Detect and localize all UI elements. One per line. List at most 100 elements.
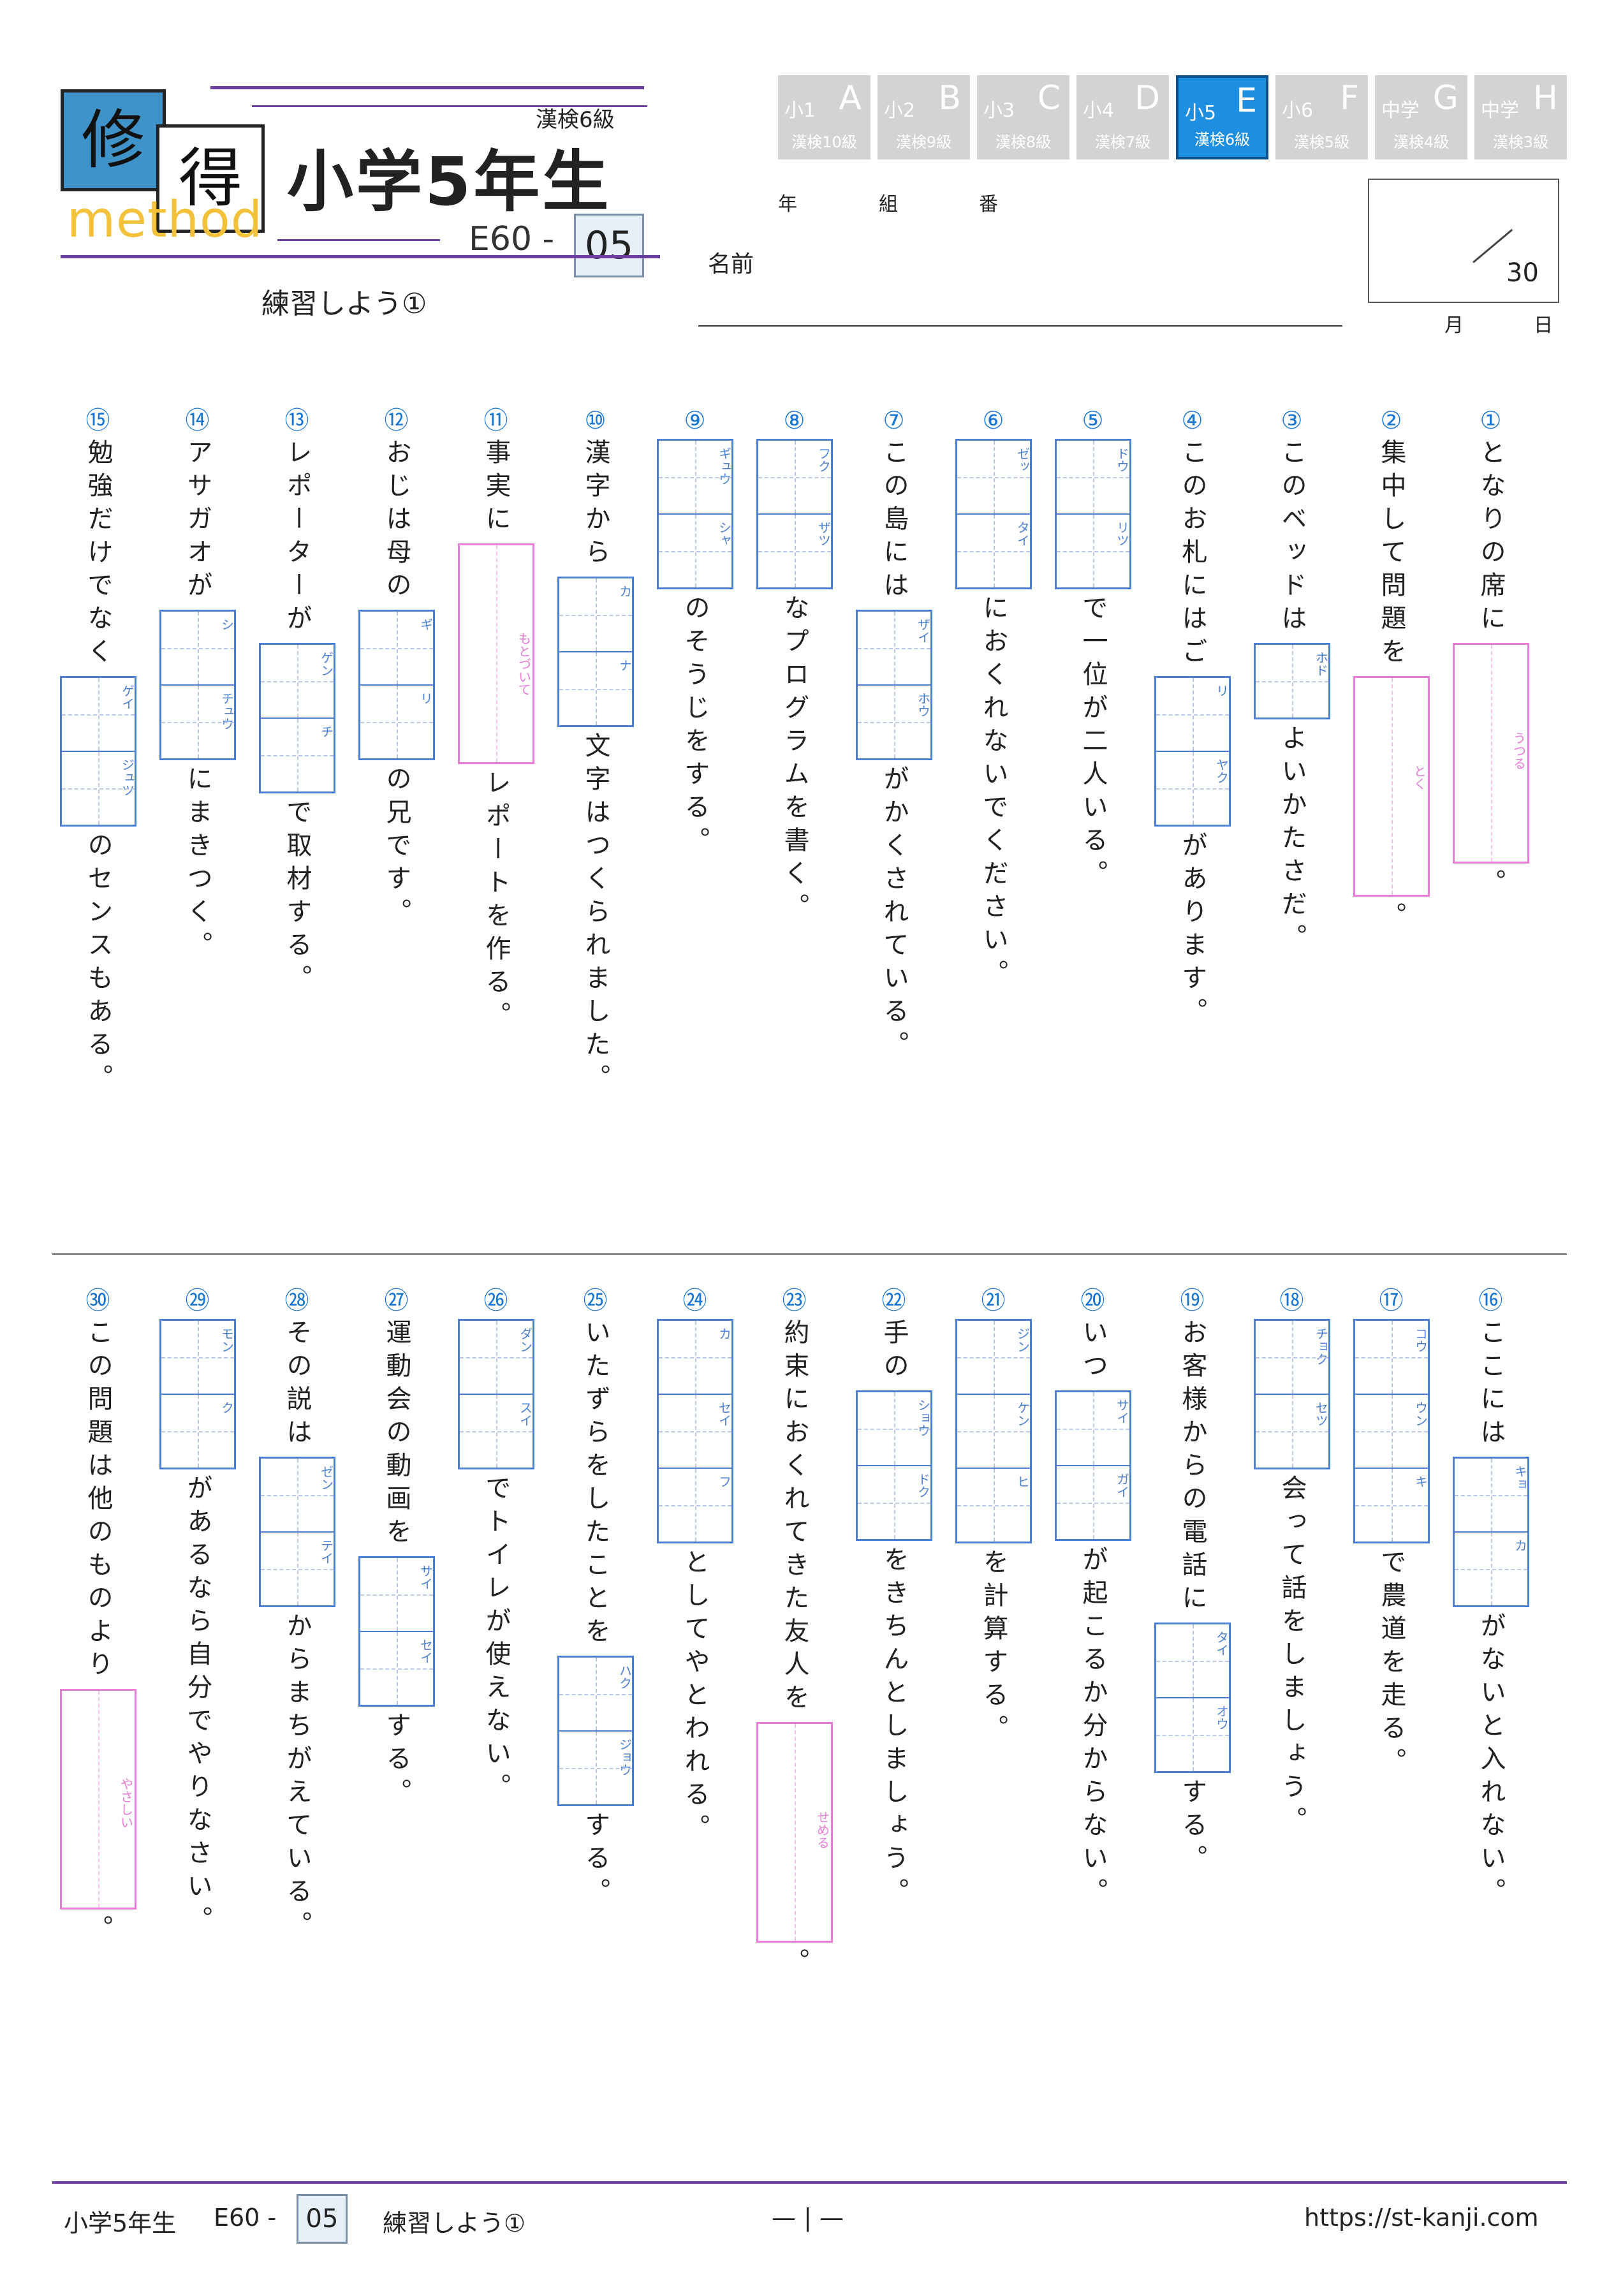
kanji-cell[interactable]: サイ — [360, 1558, 434, 1632]
okurigana-answer-box[interactable]: せめる — [756, 1722, 833, 1943]
footer-url[interactable]: https://st-kanji.com — [1304, 2204, 1539, 2232]
kanji-cell[interactable]: フク — [758, 441, 832, 515]
kanji-cell[interactable]: テイ — [260, 1533, 334, 1605]
question-text: のそうじをする。 — [680, 594, 710, 860]
kanji-cell[interactable]: ケン — [957, 1395, 1031, 1469]
kanji-answer-box[interactable]: ゼッタイ — [955, 439, 1032, 589]
kanji-cell[interactable]: カ — [1454, 1533, 1528, 1605]
kanji-cell[interactable]: シャ — [658, 515, 732, 587]
okurigana-answer-box[interactable]: やさしい — [59, 1689, 136, 1910]
okurigana-answer-box[interactable]: とく — [1353, 676, 1430, 897]
okurigana-cell[interactable]: うつる — [1455, 645, 1527, 862]
kanji-cell[interactable]: リ — [1156, 678, 1230, 752]
kanji-answer-box[interactable]: ゲイジュツ — [59, 676, 136, 827]
kanji-cell[interactable]: ジン — [957, 1321, 1031, 1395]
kanji-answer-box[interactable]: モンク — [159, 1319, 236, 1469]
kanji-cell[interactable]: チョク — [1255, 1321, 1329, 1395]
kanji-answer-box[interactable]: ジンケンヒ — [955, 1319, 1032, 1543]
kanji-answer-box[interactable]: ゲンチ — [258, 643, 335, 793]
kanji-cell[interactable]: リ — [360, 686, 434, 758]
kanji-cell[interactable]: ザイ — [857, 612, 931, 686]
kanji-cell[interactable]: チ — [260, 719, 334, 791]
kanji-answer-box[interactable]: ザイホウ — [855, 610, 932, 760]
kanji-cell[interactable]: モン — [161, 1321, 235, 1395]
kanji-cell[interactable]: ギュウ — [658, 441, 732, 515]
kanji-answer-box[interactable]: リヤク — [1154, 676, 1231, 827]
kanji-answer-box[interactable]: チョクセツ — [1253, 1319, 1330, 1469]
score-box[interactable] — [1368, 179, 1559, 303]
kanji-cell[interactable]: ドク — [857, 1466, 931, 1539]
kanji-cell[interactable]: シ — [161, 612, 235, 686]
kanji-answer-box[interactable]: ドウリツ — [1054, 439, 1131, 589]
kanji-answer-box[interactable]: タイオウ — [1154, 1623, 1231, 1773]
kanji-cell[interactable]: ゼッ — [957, 441, 1031, 515]
okurigana-answer-box[interactable]: もとづいて — [457, 543, 534, 764]
kanji-answer-box[interactable]: キョカ — [1452, 1457, 1529, 1607]
kanji-cell[interactable]: タイ — [1156, 1624, 1230, 1698]
kanji-answer-box[interactable]: フクザツ — [756, 439, 833, 589]
kanji-cell[interactable]: セイ — [360, 1632, 434, 1705]
kanji-cell[interactable]: ク — [161, 1395, 235, 1468]
kanji-answer-box[interactable]: シチュウ — [159, 610, 236, 760]
kanji-answer-box[interactable]: ショウドク — [855, 1390, 932, 1541]
kanji-answer-box[interactable]: サイガイ — [1054, 1390, 1131, 1541]
kanji-answer-box[interactable]: ギリ — [358, 610, 435, 760]
kanji-cell[interactable]: リツ — [1056, 515, 1130, 587]
kanji-cell[interactable]: オウ — [1156, 1698, 1230, 1771]
kanji-cell[interactable]: コウ — [1355, 1321, 1428, 1395]
name-input-line[interactable] — [698, 325, 1342, 327]
kanji-cell[interactable]: キ — [1355, 1469, 1428, 1542]
kanji-cell[interactable]: ホウ — [857, 686, 931, 758]
kanji-answer-box[interactable]: サイセイ — [358, 1556, 435, 1707]
kanji-cell[interactable]: セイ — [658, 1395, 732, 1469]
kanji-cell[interactable]: ショウ — [857, 1392, 931, 1466]
kanji-cell[interactable]: ウン — [1355, 1395, 1428, 1469]
kanji-cell[interactable]: ジョウ — [559, 1732, 633, 1804]
kanji-cell[interactable]: ガイ — [1056, 1466, 1130, 1539]
kanji-cell[interactable]: ホド — [1255, 645, 1329, 718]
kanji-cell[interactable]: スイ — [459, 1395, 533, 1468]
kanji-cell[interactable]: ゲン — [260, 645, 334, 719]
kanji-cell[interactable]: ジュツ — [61, 752, 135, 825]
kanji-cell[interactable]: ダン — [459, 1321, 533, 1395]
kanji-answer-box[interactable]: ハクジョウ — [557, 1656, 634, 1806]
kanji-cell[interactable]: ナ — [559, 652, 633, 725]
kanji-cell[interactable]: キョ — [1454, 1459, 1528, 1533]
kanji-cell[interactable]: ギ — [360, 612, 434, 686]
kanji-answer-box[interactable]: コウウンキ — [1353, 1319, 1430, 1543]
kanji-cell[interactable]: タイ — [957, 515, 1031, 587]
question-text: レポーターが — [282, 439, 312, 638]
kanji-cell[interactable]: ヤク — [1156, 752, 1230, 825]
kanji-cell[interactable]: サイ — [1056, 1392, 1130, 1466]
kanji-cell[interactable]: セツ — [1255, 1395, 1329, 1468]
kanji-cell[interactable]: ザツ — [758, 515, 832, 587]
okurigana-cell[interactable]: せめる — [758, 1724, 831, 1941]
kanji-cell[interactable]: ドウ — [1056, 441, 1130, 515]
okurigana-cell[interactable]: とく — [1355, 678, 1428, 895]
kanji-cell[interactable]: カ — [658, 1321, 732, 1395]
kanji-cell[interactable]: フ — [658, 1469, 732, 1542]
kanji-cell[interactable]: カ — [559, 578, 633, 652]
kanji-cell[interactable]: ハク — [559, 1658, 633, 1732]
kanji-cell[interactable]: ヒ — [957, 1469, 1031, 1542]
kanji-cell[interactable]: チュウ — [161, 686, 235, 758]
kanji-answer-box[interactable]: ゼンテイ — [258, 1457, 335, 1607]
kanji-answer-box[interactable]: ダンスイ — [457, 1319, 534, 1469]
kanji-cell[interactable]: ゼン — [260, 1459, 334, 1533]
kanji-answer-box[interactable]: カナ — [557, 577, 634, 727]
okurigana-cell[interactable]: もとづいて — [460, 545, 532, 762]
kanji-answer-box[interactable]: ギュウシャ — [656, 439, 733, 589]
kanji-answer-box[interactable]: カセイフ — [656, 1319, 733, 1543]
kanji-answer-box[interactable]: ホド — [1253, 643, 1330, 719]
okurigana-answer-box[interactable]: うつる — [1452, 643, 1529, 864]
okurigana-cell[interactable]: やさしい — [62, 1691, 135, 1908]
kanji-cell[interactable]: ゲイ — [61, 678, 135, 752]
